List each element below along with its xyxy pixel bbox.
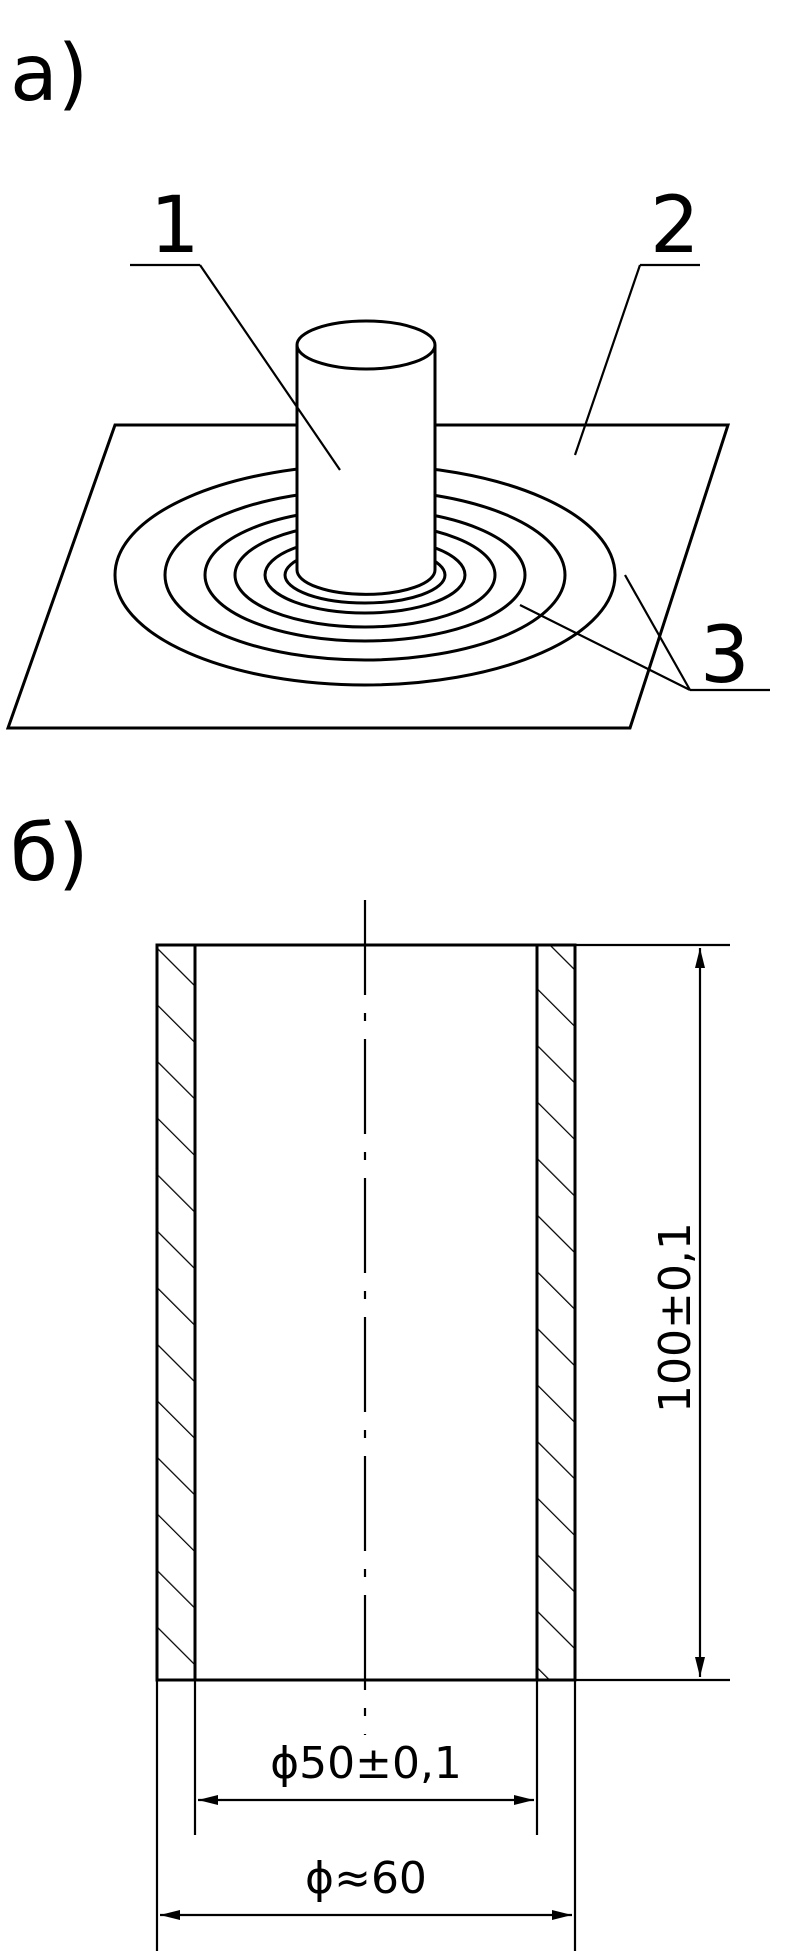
- right-wall-section: [535, 943, 577, 1682]
- callout-2: 2: [650, 181, 700, 271]
- figure-a: а) 1 2 3: [5, 29, 770, 730]
- callout-1: 1: [150, 181, 200, 271]
- inner-diameter-label: ϕ50±0,1: [270, 1738, 462, 1789]
- callout-leaders: [130, 263, 770, 692]
- height-dimension-label: 100±0,1: [650, 1222, 701, 1413]
- outer-diameter-label: ϕ≈60: [305, 1853, 427, 1904]
- plate: [5, 423, 731, 730]
- figure-b: б) 100±0,1 ϕ50±0,1 ϕ≈60: [10, 809, 730, 1951]
- left-wall-section: [155, 943, 197, 1682]
- figure-a-caption: а): [10, 29, 88, 119]
- figure-b-caption: б): [10, 809, 89, 899]
- cylinder-sample: [295, 319, 437, 596]
- callout-3: 3: [700, 611, 750, 701]
